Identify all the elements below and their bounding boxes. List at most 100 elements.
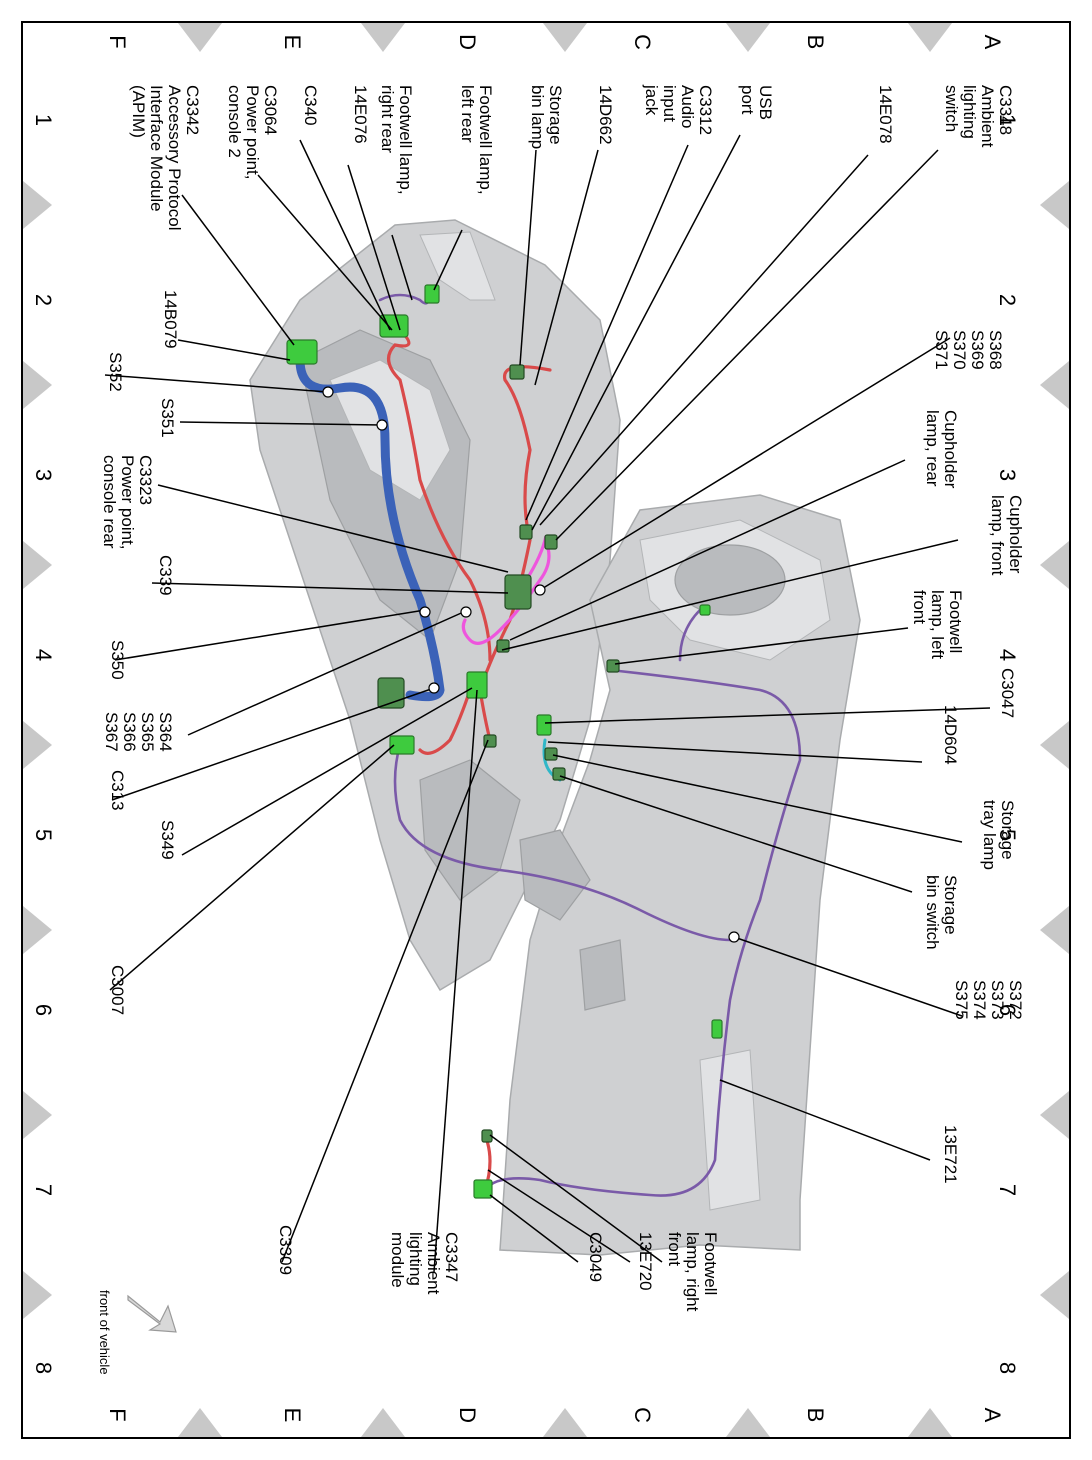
label-line: 14D604 (941, 705, 960, 765)
label-line: C3312 (696, 85, 715, 135)
connector-footwell-left-rear (424, 284, 440, 304)
label-line: lighting (406, 1232, 425, 1286)
grid-letter-bottom: A (980, 1408, 1005, 1423)
grid-number-right: 2 (995, 294, 1020, 306)
label-line: C3342 (183, 85, 202, 135)
label-line: port (738, 85, 757, 115)
leader-lines (104, 134, 991, 1273)
direction-arrow-icon (127, 1294, 177, 1333)
label-line: USB (756, 85, 775, 120)
grid-letter-bottom: F (105, 1408, 130, 1421)
label-line: C3007 (108, 965, 127, 1015)
label-line: Footwell (946, 590, 965, 653)
label-e14e076: 14E076 (351, 85, 370, 144)
grid-number-right: 4 (995, 649, 1020, 661)
border-triangle (361, 1408, 405, 1437)
label-line: right rear (378, 85, 397, 153)
border-triangle (23, 721, 52, 769)
label-line: lamp, right (683, 1232, 702, 1312)
label-line: lamp, front (988, 495, 1007, 576)
border-triangle (726, 1408, 770, 1437)
label-line: lighting (960, 85, 979, 139)
label-s352: S352 (106, 352, 125, 392)
label-line: Ambient (424, 1232, 443, 1295)
grid-letter-top: D (455, 34, 480, 50)
label-line: C339 (156, 555, 175, 596)
label-line: 13E721 (941, 1125, 960, 1184)
grid-letter-top: C (630, 34, 655, 50)
label-line: lamp, rear (923, 410, 942, 487)
component-labels: C3348Ambientlightingswitch14E078USBportC… (100, 84, 1025, 1312)
label-line: Storage (998, 800, 1017, 860)
label-c3047: C3047 (998, 668, 1017, 718)
grid-number-right: 5 (995, 829, 1020, 841)
label-line: console rear (100, 455, 119, 549)
connector-storage-tray-lamp (544, 747, 558, 761)
border-triangle (361, 23, 405, 52)
label-line: Accessory Protocol (165, 85, 184, 231)
grid-number-left: 8 (31, 1362, 56, 1374)
border-triangle (23, 361, 52, 409)
label-line: S367 (102, 712, 121, 752)
grid-number-right: 3 (995, 469, 1020, 481)
label-line: console 2 (225, 85, 244, 158)
connector-c3049 (473, 1179, 493, 1199)
label-line: 14D662 (596, 85, 615, 145)
label-c313: C313 (108, 770, 127, 811)
label-line: C3309 (276, 1225, 295, 1275)
label-c3309: C3309 (276, 1225, 295, 1275)
border-triangle (1040, 361, 1069, 409)
connector-footwell-left-front (606, 659, 620, 673)
grid-letter-bottom: E (280, 1408, 305, 1423)
label-c340: C340 (301, 85, 320, 126)
border-triangle (1040, 181, 1069, 229)
label-d14d604: 14D604 (941, 705, 960, 765)
border-triangle (726, 23, 770, 52)
connector-c3342 (286, 339, 318, 365)
label-line: Storage (546, 85, 565, 145)
border-triangle (1040, 1091, 1069, 1139)
border-triangle (1040, 541, 1069, 589)
label-line: S375 (952, 980, 971, 1020)
label-e13e721: 13E721 (941, 1125, 960, 1184)
label-line: front (665, 1232, 684, 1266)
connector-c3047 (536, 714, 552, 736)
label-line: Interface Module (147, 85, 166, 212)
label-line: front (910, 590, 929, 624)
grid-number-right: 1 (995, 114, 1020, 126)
label-line: S351 (158, 398, 177, 438)
label-line: S364 (156, 712, 175, 752)
grid-number-left: 1 (31, 114, 56, 126)
front-of-vehicle-label: front of vehicle (97, 1290, 112, 1375)
label-line: S370 (950, 330, 969, 370)
label-line: C340 (301, 85, 320, 126)
label-line: C3049 (586, 1232, 605, 1282)
label-line: left rear (458, 85, 477, 143)
label-s350: S350 (108, 640, 127, 680)
grid-letter-top: F (105, 35, 130, 48)
label-line: S372 (1006, 980, 1025, 1020)
label-line: lamp, left (928, 590, 947, 659)
grid-number-left: 2 (31, 294, 56, 306)
border-triangle (543, 23, 587, 52)
border-triangle (1040, 721, 1069, 769)
label-line: Footwell lamp, (476, 85, 495, 195)
label-line: S350 (108, 640, 127, 680)
border-triangle (908, 1408, 952, 1437)
connector-13e721-end (711, 1019, 723, 1039)
grid-letter-bottom: D (455, 1407, 480, 1423)
label-line: bin switch (923, 875, 942, 950)
border-triangles (23, 23, 1069, 1437)
grid-number-right: 6 (995, 1004, 1020, 1016)
